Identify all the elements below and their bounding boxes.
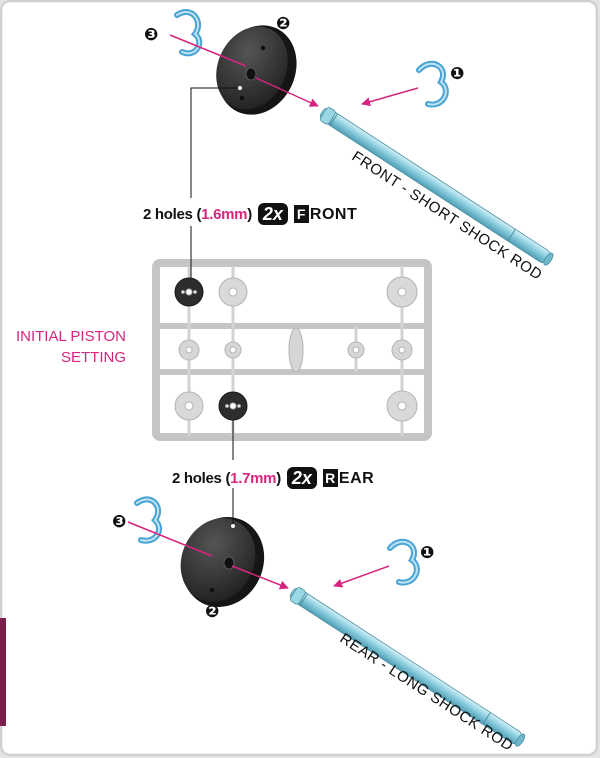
initial-piston-setting-label: INITIAL PISTON SETTING bbox=[12, 326, 126, 368]
rear-shock-rod bbox=[290, 587, 526, 747]
callout-two-rear: ❷ bbox=[205, 602, 220, 622]
front-qty-badge: 2x bbox=[257, 203, 288, 225]
rear-arrow-piston-to-rod bbox=[231, 565, 289, 590]
rear-arrow-clip-to-rod bbox=[333, 565, 390, 588]
rear-e-clip-left bbox=[134, 496, 162, 544]
front-e-clip-right bbox=[416, 60, 449, 108]
front-section-initial: F bbox=[293, 204, 309, 223]
initial-setting-line-1: INITIAL PISTON bbox=[15, 328, 126, 345]
callout-two-front: ❷ bbox=[276, 14, 291, 34]
rear-section-initial: R bbox=[322, 468, 338, 487]
rear-section-rest: EAR bbox=[338, 469, 375, 487]
callout-one-front: ❶ bbox=[450, 64, 465, 84]
rear-holes-size: 1.7mm bbox=[230, 469, 277, 487]
front-hole-leader bbox=[190, 87, 240, 198]
initial-setting-line-2: SETTING bbox=[60, 349, 126, 366]
rear-arrow-clip-to-piston bbox=[127, 521, 213, 557]
front-e-clip-left bbox=[174, 9, 203, 57]
front-arrow-clip-to-piston bbox=[169, 34, 247, 67]
front-arrow-piston-to-rod bbox=[255, 77, 319, 107]
callout-three-front: ❸ bbox=[144, 25, 159, 45]
front-holes-close: ) bbox=[247, 205, 252, 223]
front-section-rest: RONT bbox=[309, 205, 358, 223]
callout-three-rear: ❸ bbox=[112, 512, 127, 532]
front-arrow-clip-to-rod bbox=[361, 87, 419, 107]
piston-sprue-tree bbox=[152, 259, 432, 441]
rear-holes-close: ) bbox=[276, 469, 281, 487]
front-holes-size: 1.6mm bbox=[201, 205, 248, 223]
rear-holes-text: 2 holes ( bbox=[172, 469, 231, 487]
page-edge-accent bbox=[0, 618, 6, 726]
front-holes-label: 2 holes (1.6mm) bbox=[143, 206, 252, 223]
callout-one-rear: ❶ bbox=[420, 543, 435, 563]
front-piston bbox=[216, 25, 297, 115]
front-shock-rod bbox=[320, 107, 554, 266]
rear-holes-label: 2 holes (1.7mm) bbox=[172, 470, 281, 487]
rear-qty-badge: 2x bbox=[286, 467, 317, 489]
rear-e-clip-right bbox=[387, 538, 420, 586]
front-holes-text: 2 holes ( bbox=[143, 205, 202, 223]
rear-piston bbox=[180, 517, 265, 607]
